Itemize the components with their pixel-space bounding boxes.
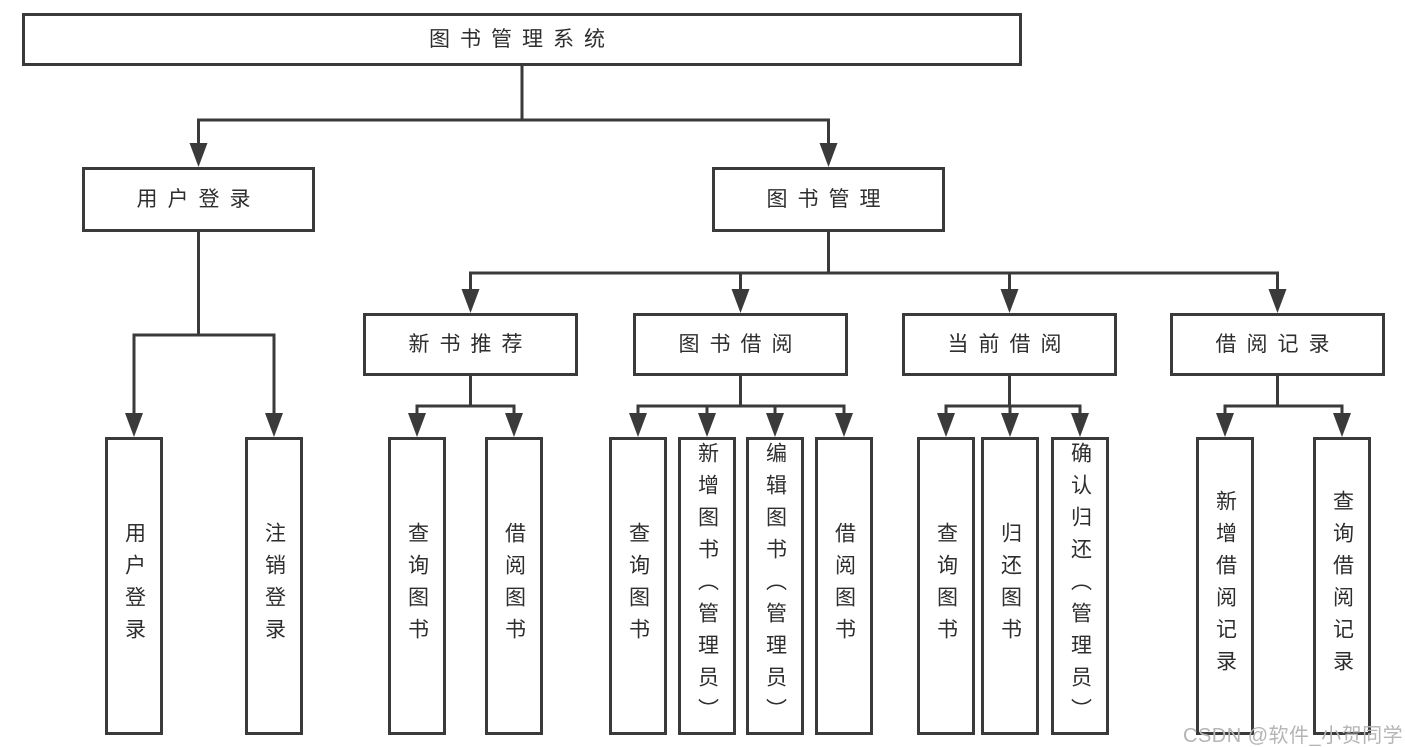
node-current-borrowing-label: 当前借阅 bbox=[947, 333, 1072, 356]
arrowhead-icon bbox=[1071, 413, 1089, 437]
arrowhead-icon bbox=[766, 413, 784, 437]
node-user-login-branch-label: 用户登录 bbox=[136, 188, 261, 211]
node-return-books-label: 归还图书 bbox=[998, 522, 1022, 650]
node-user-login-leaf: 用户登录 bbox=[105, 437, 163, 735]
arrowhead-icon bbox=[698, 413, 716, 437]
node-library-system: 图书管理系统 bbox=[22, 13, 1022, 66]
node-new-book-recommend-label: 新书推荐 bbox=[408, 333, 533, 356]
node-add-borrow-record-label: 新增借阅记录 bbox=[1213, 490, 1237, 682]
connector-new-book-to-leaves bbox=[415, 376, 516, 415]
arrowhead-icon bbox=[1268, 289, 1287, 313]
node-borrow-books-recommend-label: 借阅图书 bbox=[502, 522, 526, 650]
arrowhead-icon bbox=[1001, 413, 1019, 437]
arrowhead-icon bbox=[461, 289, 480, 313]
node-user-login-branch: 用户登录 bbox=[82, 167, 315, 232]
node-return-books: 归还图书 bbox=[981, 437, 1039, 735]
connector-book-mgmt-to-level3 bbox=[469, 232, 1279, 291]
node-library-system-label: 图书管理系统 bbox=[429, 28, 615, 51]
node-user-login-leaf-label: 用户登录 bbox=[122, 522, 146, 650]
arrowhead-icon bbox=[819, 143, 838, 167]
node-query-borrow-record: 查询借阅记录 bbox=[1313, 437, 1371, 735]
node-book-management-label: 图书管理 bbox=[766, 188, 891, 211]
node-logout-leaf: 注销登录 bbox=[245, 437, 303, 735]
node-borrow-books-borrowing-label: 借阅图书 bbox=[832, 522, 856, 650]
node-current-borrowing: 当前借阅 bbox=[902, 313, 1117, 376]
node-add-books-admin-label: 新增图书（管理员） bbox=[695, 442, 719, 730]
node-new-book-recommend: 新书推荐 bbox=[363, 313, 578, 376]
arrowheads bbox=[125, 143, 1351, 437]
arrowhead-icon bbox=[629, 413, 647, 437]
arrowhead-icon bbox=[731, 289, 750, 313]
arrowhead-icon bbox=[125, 413, 143, 437]
connector-current-borrow-to-leaves bbox=[944, 376, 1082, 415]
node-add-books-admin: 新增图书（管理员） bbox=[678, 437, 736, 735]
node-query-books-recommend-label: 查询图书 bbox=[405, 522, 429, 650]
node-query-books-borrowing: 查询图书 bbox=[609, 437, 667, 735]
node-query-books-current: 查询图书 bbox=[917, 437, 975, 735]
arrowhead-icon bbox=[189, 143, 208, 167]
node-query-books-borrowing-label: 查询图书 bbox=[626, 522, 650, 650]
node-book-borrowing: 图书借阅 bbox=[633, 313, 848, 376]
node-borrowing-records-label: 借阅记录 bbox=[1215, 333, 1340, 356]
csdn-watermark: CSDN @软件_小贺同学 bbox=[1183, 725, 1404, 747]
node-edit-books-admin: 编辑图书（管理员） bbox=[746, 437, 804, 735]
connector-borrow-record-to-leaves bbox=[1223, 376, 1344, 415]
arrowhead-icon bbox=[505, 413, 523, 437]
arrowhead-icon bbox=[265, 413, 283, 437]
arrowhead-icon bbox=[835, 413, 853, 437]
node-query-books-current-label: 查询图书 bbox=[934, 522, 958, 650]
node-query-books-recommend: 查询图书 bbox=[388, 437, 446, 735]
arrowhead-icon bbox=[1000, 289, 1019, 313]
node-confirm-return-admin-label: 确认归还（管理员） bbox=[1068, 442, 1092, 730]
node-confirm-return-admin: 确认归还（管理员） bbox=[1051, 437, 1109, 735]
node-logout-leaf-label: 注销登录 bbox=[262, 522, 286, 650]
arrowhead-icon bbox=[408, 413, 426, 437]
arrowhead-icon bbox=[1216, 413, 1234, 437]
node-book-borrowing-label: 图书借阅 bbox=[678, 333, 803, 356]
connector-root-to-level2 bbox=[197, 66, 830, 145]
connector-user-login-to-leaves bbox=[132, 232, 276, 415]
node-edit-books-admin-label: 编辑图书（管理员） bbox=[763, 442, 787, 730]
node-add-borrow-record: 新增借阅记录 bbox=[1196, 437, 1254, 735]
node-book-management: 图书管理 bbox=[712, 167, 945, 232]
node-borrow-books-borrowing: 借阅图书 bbox=[815, 437, 873, 735]
connector-book-borrow-to-leaves bbox=[636, 376, 846, 415]
node-borrow-books-recommend: 借阅图书 bbox=[485, 437, 543, 735]
arrowhead-icon bbox=[937, 413, 955, 437]
node-query-borrow-record-label: 查询借阅记录 bbox=[1330, 490, 1354, 682]
arrowhead-icon bbox=[1333, 413, 1351, 437]
node-borrowing-records: 借阅记录 bbox=[1170, 313, 1385, 376]
